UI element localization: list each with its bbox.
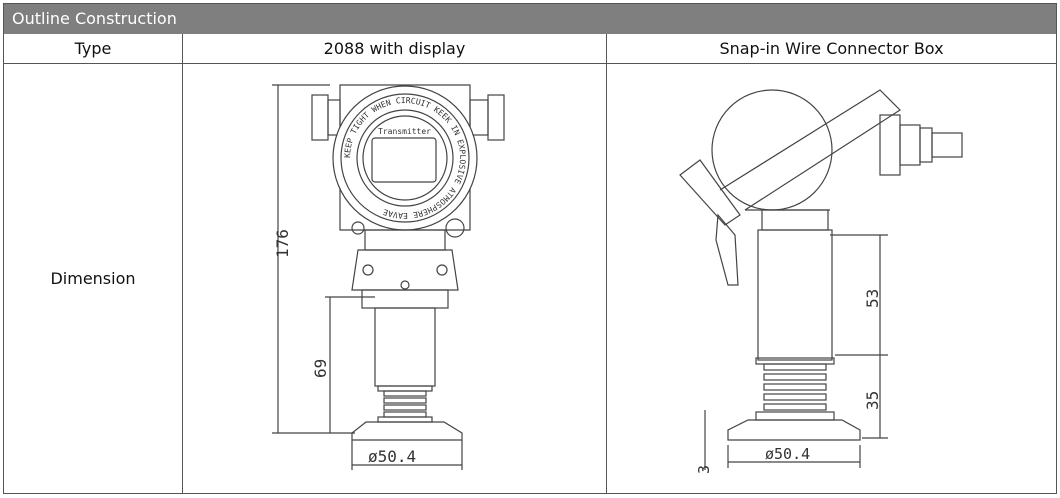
col-2088-header: 2088 with display [183,34,607,64]
drawing-2088: 176 69 ø50.4 Transmitter KEEP TIGHT WHEN… [272,84,505,470]
dim-3: 3 [695,465,713,474]
dim-35: 35 [863,391,882,410]
bellows [377,385,433,423]
bellows [755,357,835,421]
dimension-label: Dimension [4,64,183,493]
col-snapin-header: Snap-in Wire Connector Box [607,34,1056,64]
drawing-2088-cell [183,64,607,493]
outline-table: Outline Construction Type 2088 with disp… [3,3,1057,494]
dim-176: 176 [273,229,292,258]
dim-flange-2: ø50.4 [765,445,810,463]
dim-69: 69 [311,359,330,378]
type-header: Type [4,34,183,64]
drawing-snapin: 53 35 ø50.4 3 [679,89,963,474]
dim-flange-1: ø50.4 [368,447,416,466]
dim-53: 53 [863,289,882,308]
table-title: Outline Construction [4,4,1056,34]
display-label: Transmitter [378,127,431,136]
